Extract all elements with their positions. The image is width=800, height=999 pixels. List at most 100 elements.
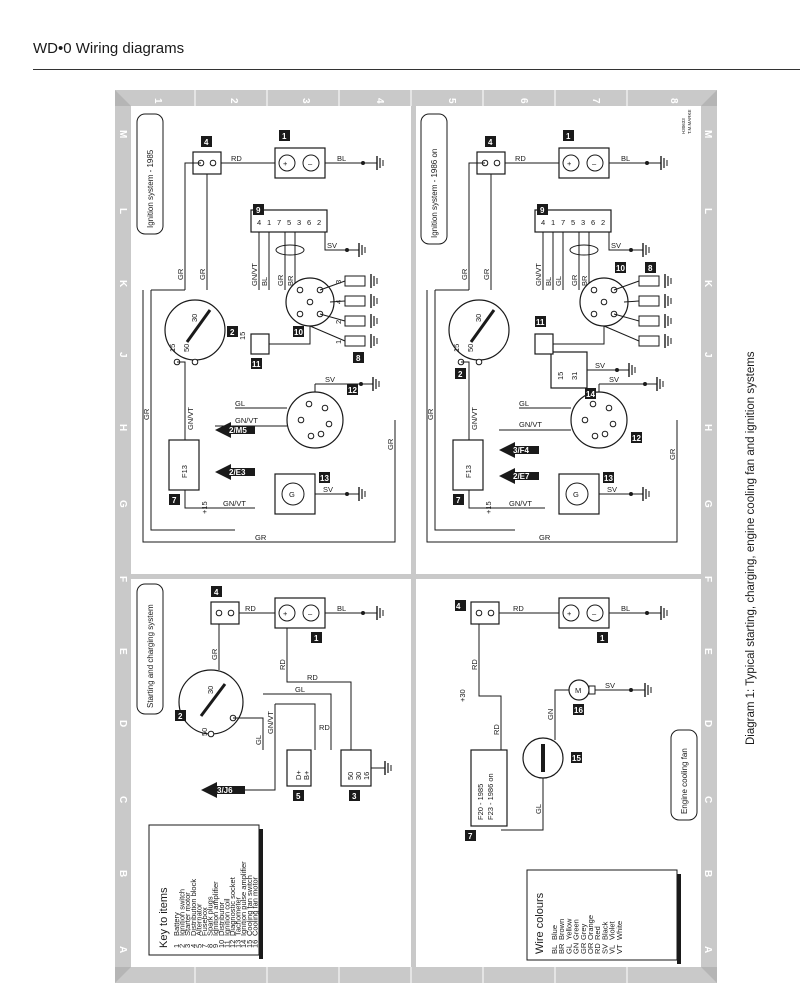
svg-text:RD: RD xyxy=(515,154,526,163)
wire-colour-name: Blue xyxy=(550,925,559,940)
svg-text:G: G xyxy=(573,490,579,499)
grid-letter-f: F xyxy=(117,576,128,582)
svg-text:3: 3 xyxy=(581,218,585,227)
svg-text:SV: SV xyxy=(327,241,337,250)
svg-text:3: 3 xyxy=(352,792,357,801)
svg-text:9: 9 xyxy=(256,206,261,215)
svg-text:GR: GR xyxy=(482,268,491,280)
svg-text:H30633: H30633 xyxy=(681,118,686,134)
panel-ignition-1986: Ignition system - 1986 on H30633 T.M.MAR… xyxy=(420,109,692,543)
key-item-number: 13 xyxy=(234,940,243,948)
svg-text:+: + xyxy=(283,609,288,618)
key-title: Key to items xyxy=(158,887,170,948)
ignition-pulse-amplifier xyxy=(550,351,588,389)
svg-text:2: 2 xyxy=(458,370,463,379)
svg-text:SV: SV xyxy=(595,361,605,370)
svg-text:4: 4 xyxy=(214,588,219,597)
svg-text:12: 12 xyxy=(348,386,357,395)
svg-text:1: 1 xyxy=(282,132,287,141)
svg-text:BL: BL xyxy=(337,604,346,613)
cross-ref-2-e3: 2/E3 xyxy=(215,464,255,480)
grid-letter-b: B xyxy=(117,870,128,877)
svg-text:GN/VT: GN/VT xyxy=(235,416,258,425)
svg-text:GN/VT: GN/VT xyxy=(186,407,195,430)
svg-text:GL: GL xyxy=(554,276,563,286)
grid-number-5: 5 xyxy=(446,98,457,104)
grid-number-4: 4 xyxy=(374,98,385,104)
horizontal-divider xyxy=(131,574,701,579)
svg-text:1: 1 xyxy=(334,340,343,344)
wire-colour-list: BLBlueBRBrownGLYellowGNGreenGRGreyOROran… xyxy=(550,915,624,954)
wire-colours-title: Wire colours xyxy=(534,892,546,954)
grid-letter-a-right: A xyxy=(702,946,713,953)
svg-text:15: 15 xyxy=(238,332,247,340)
svg-text:RD: RD xyxy=(278,659,287,670)
grid-number-1: 1 xyxy=(152,98,163,104)
svg-text:11: 11 xyxy=(536,318,545,327)
diagnostic-socket xyxy=(286,391,344,449)
svg-text:2/E3: 2/E3 xyxy=(229,468,246,477)
svg-text:RD: RD xyxy=(513,604,524,613)
grid-letter-g: G xyxy=(117,500,128,508)
svg-text:7: 7 xyxy=(468,832,473,841)
grid-letter-l: L xyxy=(117,208,128,214)
svg-text:RD: RD xyxy=(307,673,318,682)
key-item-label: Distribution block xyxy=(189,879,198,936)
svg-text:F23 - 1986 on: F23 - 1986 on xyxy=(486,773,495,820)
grid-letter-k-right: K xyxy=(702,280,713,288)
key-item-label: Battery xyxy=(172,912,181,936)
key-item-number: 7 xyxy=(200,944,209,948)
svg-text:6: 6 xyxy=(591,218,595,227)
key-item-number: 9 xyxy=(211,944,220,948)
page-header: WD•0 Wiring diagrams xyxy=(33,40,185,57)
svg-text:4: 4 xyxy=(204,138,209,147)
svg-text:RD: RD xyxy=(231,154,242,163)
svg-text:GR: GR xyxy=(460,268,469,280)
svg-text:BL: BL xyxy=(337,154,346,163)
wire-colour-name: Grey xyxy=(579,923,588,940)
wire-colour-code: GL xyxy=(564,944,573,954)
svg-text:G: G xyxy=(289,490,295,499)
grid-letter-h: H xyxy=(117,424,128,431)
svg-text:RD: RD xyxy=(470,659,479,670)
svg-text:30: 30 xyxy=(354,772,363,780)
svg-text:GR: GR xyxy=(426,408,435,420)
grid-letter-c: C xyxy=(117,796,128,803)
svg-text:GR: GR xyxy=(276,274,285,286)
svg-text:BL: BL xyxy=(544,277,553,286)
svg-text:30: 30 xyxy=(190,314,199,322)
panel-title-ignition-1986: Ignition system - 1986 on xyxy=(430,149,439,238)
svg-text:GR: GR xyxy=(386,438,395,450)
grid-letter-m-right: M xyxy=(702,130,713,138)
key-item-number: 8 xyxy=(206,944,215,948)
key-item-number: 3 xyxy=(183,944,192,948)
svg-text:SV: SV xyxy=(323,485,333,494)
svg-text:GN/VT: GN/VT xyxy=(509,499,532,508)
svg-text:RD: RD xyxy=(245,604,256,613)
wire-colour-name: Black xyxy=(600,921,609,940)
svg-text:30: 30 xyxy=(206,686,215,694)
grid-letter-l-right: L xyxy=(702,208,713,214)
key-item-number: 11 xyxy=(222,940,231,948)
svg-text:12: 12 xyxy=(632,434,641,443)
key-item-label: Distributor xyxy=(217,901,226,936)
key-item-label: Spark plugs xyxy=(206,896,215,936)
svg-text:50: 50 xyxy=(200,728,209,736)
cross-ref-3-f4: 3/F4 xyxy=(499,442,539,458)
svg-text:5: 5 xyxy=(287,218,291,227)
grid-letter-b-right: B xyxy=(702,870,713,877)
svg-text:7: 7 xyxy=(456,496,461,505)
key-item-number: 16 xyxy=(250,940,259,948)
svg-text:SV: SV xyxy=(609,375,619,384)
grid-letter-d: D xyxy=(117,720,128,727)
grid-letter-d-right: D xyxy=(702,720,713,727)
svg-text:GR: GR xyxy=(570,274,579,286)
panel-cooling-fan: Engine cooling fan + – 1 BL 4 RD RD +30 … xyxy=(455,597,698,964)
grid-letter-f-right: F xyxy=(702,576,713,582)
key-item-number: 10 xyxy=(217,940,226,948)
svg-text:+15: +15 xyxy=(484,501,493,514)
svg-text:GR: GR xyxy=(539,533,551,542)
wire-colour-name: Violet xyxy=(608,920,617,940)
svg-text:GN/VT: GN/VT xyxy=(470,407,479,430)
key-item-label: Cooling fan motor xyxy=(250,876,259,936)
